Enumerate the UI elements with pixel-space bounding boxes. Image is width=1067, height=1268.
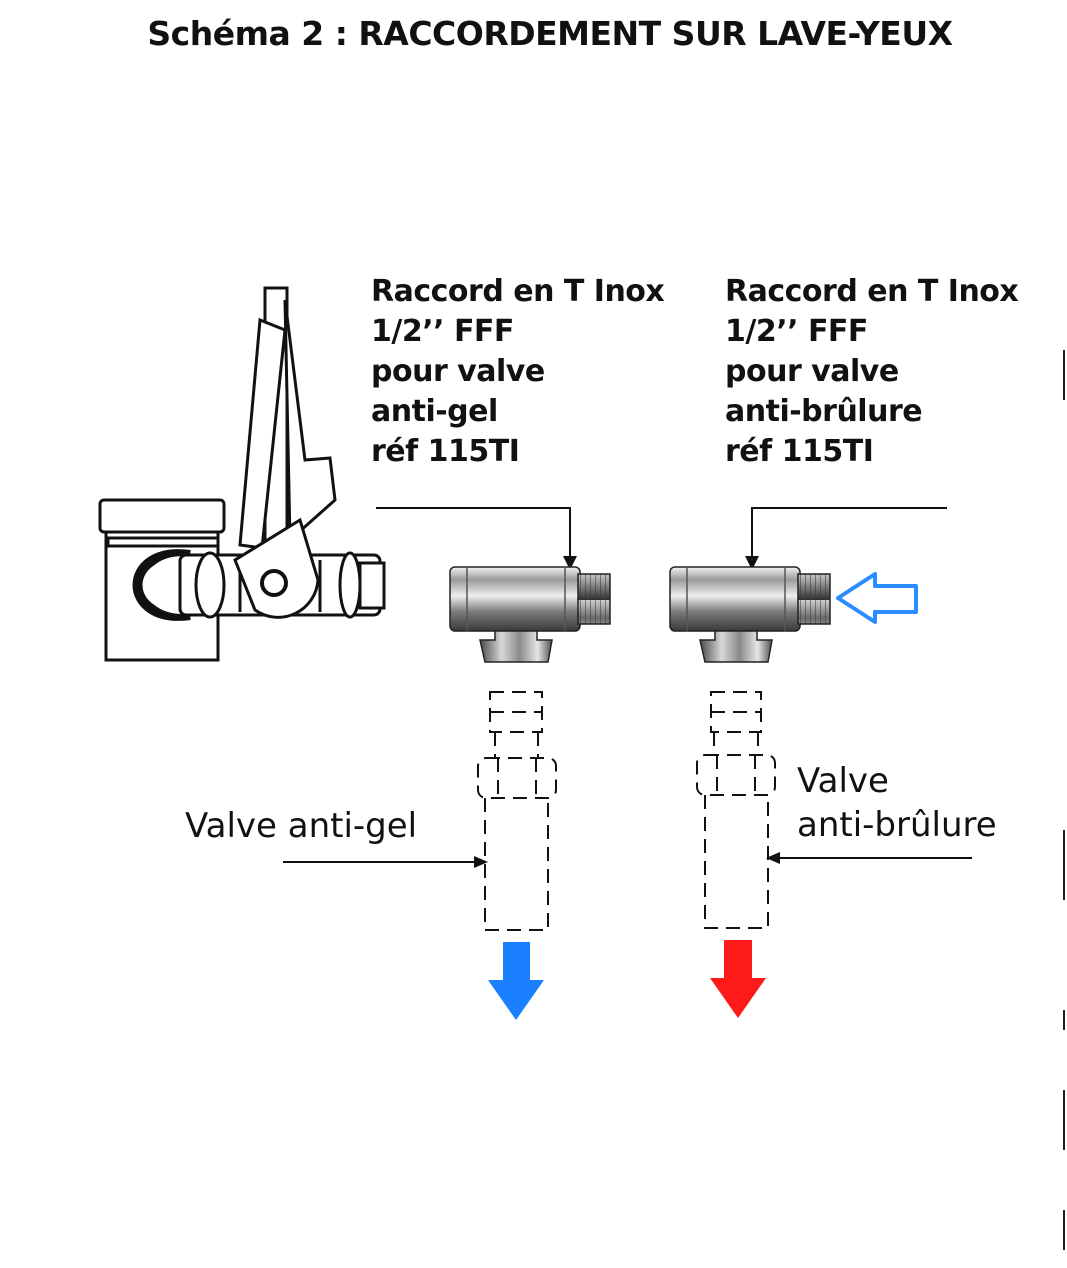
tee-left-label-line: Raccord en T Inox: [371, 274, 665, 309]
tee-right-label-line: pour valve: [725, 354, 899, 389]
tee-fitting-icon: [669, 566, 831, 663]
pointer-line-tee-right: [745, 507, 947, 570]
arrow-left-outline-icon: [836, 572, 918, 624]
valve-anti-brulure-label: Valve anti-brûlure: [797, 759, 997, 847]
tee-left-label-line: anti-gel: [371, 394, 498, 429]
tee-right-label-line: réf 115TI: [725, 434, 874, 469]
tee-right-label: Raccord en T Inox 1/2’’ FFF pour valve a…: [725, 272, 1019, 472]
page-title: Schéma 2 : RACCORDEMENT SUR LAVE-YEUX: [147, 14, 953, 53]
pointer-line-tee-left: [376, 507, 577, 570]
valve-anti-gel-icon: [477, 691, 557, 931]
arrow-down-blue-icon: [488, 942, 544, 1020]
tee-left-label-line: réf 115TI: [371, 434, 520, 469]
eyewash-valve-icon: [98, 286, 386, 662]
tee-left-label-line: 1/2’’ FFF: [371, 314, 514, 349]
pointer-line-valve-left: [283, 856, 488, 868]
arrow-down-red-icon: [710, 940, 766, 1018]
tee-right-label-line: anti-brûlure: [725, 394, 923, 429]
pointer-line-valve-right: [766, 852, 972, 864]
tee-left-label: Raccord en T Inox 1/2’’ FFF pour valve a…: [371, 272, 665, 472]
tee-right-label-line: 1/2’’ FFF: [725, 314, 868, 349]
valve-anti-brulure-label-line1: Valve: [797, 761, 889, 801]
valve-anti-brulure-icon: [696, 691, 776, 929]
valve-anti-gel-label: Valve anti-gel: [185, 806, 418, 846]
valve-anti-brulure-label-line2: anti-brûlure: [797, 805, 997, 845]
tee-right-label-line: Raccord en T Inox: [725, 274, 1019, 309]
tee-left-label-line: pour valve: [371, 354, 545, 389]
tee-fitting-icon: [449, 566, 611, 663]
